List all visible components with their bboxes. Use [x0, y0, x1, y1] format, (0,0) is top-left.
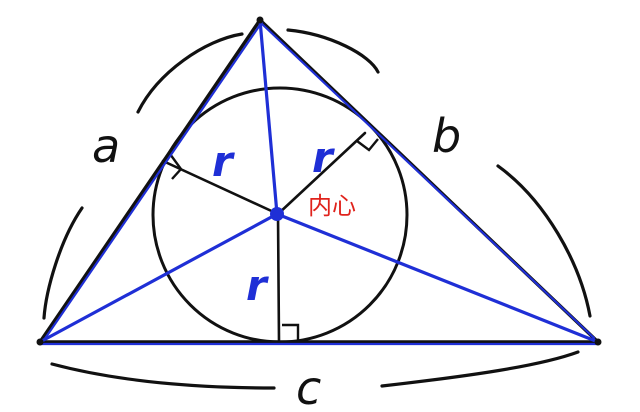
- side-b-label: b: [432, 109, 461, 163]
- angle-bisectors: [38, 18, 600, 344]
- radius-label-bottom: r: [246, 261, 269, 310]
- side-b-overlay: [260, 22, 596, 340]
- vertices: [36, 16, 602, 346]
- vertex-left: [36, 338, 44, 346]
- right-angle-mark-c: [282, 323, 300, 342]
- radius-label-left: r: [212, 137, 235, 186]
- side-c-label: c: [296, 361, 321, 412]
- arc-side-c-right: [380, 350, 580, 388]
- radius-to-side-c: [276, 212, 281, 344]
- bisector-right-vertex: [275, 212, 600, 344]
- triangle-blue-overlay: [38, 20, 600, 346]
- arc-side-b-lower: [496, 164, 592, 318]
- right-angle-mark-a: [169, 153, 183, 180]
- right-angle-marks: [169, 138, 379, 342]
- radii: [161, 131, 367, 344]
- incenter-dot: [270, 207, 284, 221]
- side-a-label: a: [92, 119, 120, 173]
- side-arcs: [42, 28, 592, 390]
- incenter-label: 内心: [308, 192, 356, 220]
- arc-side-c-left: [50, 362, 276, 390]
- vertex-right: [594, 338, 602, 346]
- bisector-left-vertex: [38, 212, 279, 344]
- radius-to-side-a: [161, 159, 280, 216]
- arc-side-b-upper: [286, 28, 380, 74]
- bisector-top-vertex: [258, 18, 279, 216]
- right-angle-mark-b: [356, 138, 379, 152]
- radius-to-side-b: [276, 131, 367, 216]
- side-a-overlay: [42, 20, 264, 342]
- arc-side-a-upper: [136, 32, 244, 114]
- radius-label-right: r: [312, 133, 335, 182]
- vertex-top: [256, 16, 264, 24]
- arc-side-a-lower: [42, 206, 84, 320]
